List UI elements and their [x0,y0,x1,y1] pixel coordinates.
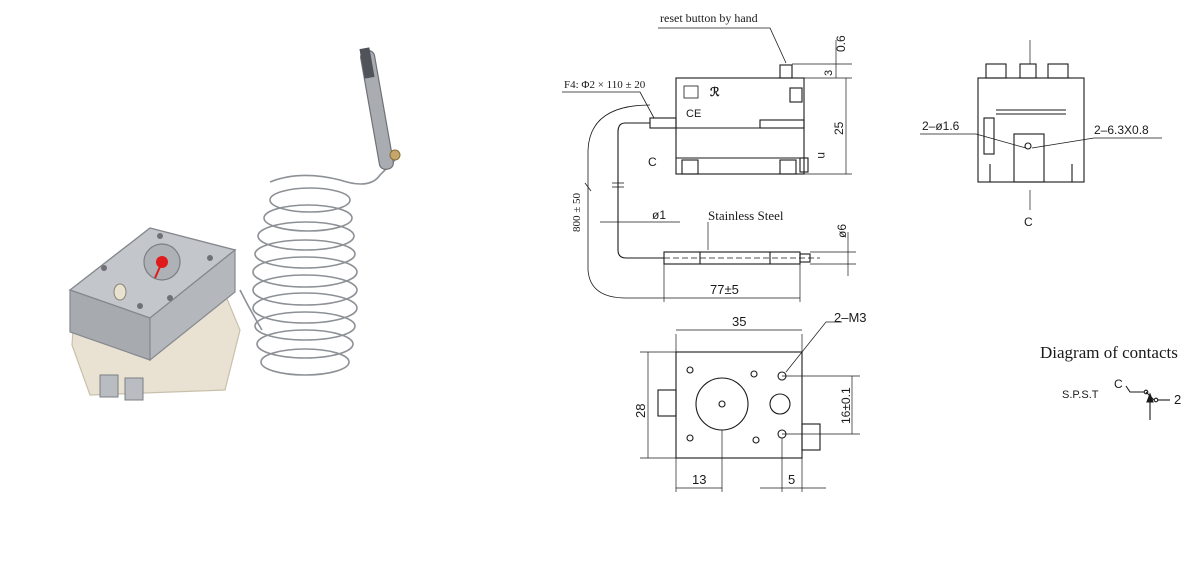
material-label: Stainless Steel [708,208,784,223]
reset-button-label: reset button by hand [660,11,758,25]
top-view-drawing [640,321,860,492]
contact-diagram: Diagram of contacts S.P.S.T C 2 [1040,343,1181,420]
contacts-terminal-c: C [1114,377,1123,391]
terminal-2-label: n [815,152,829,159]
bulb-length-label: 77±5 [710,282,739,297]
sensor-bulb [359,47,401,170]
front-c-label: C [1024,215,1033,229]
terminal-c-label: C [648,155,657,169]
reset-button-photo [113,283,127,301]
product-photo [68,47,401,401]
width-35-label: 35 [732,314,746,329]
thermostat-body [68,227,241,401]
pitch-16-label: 16±0.1 [839,387,853,424]
capillary-coil [239,159,396,376]
svg-text:CE: CE [686,108,701,120]
top-view-labels: 35 2–M3 28 16±0.1 13 5 [633,310,867,487]
hole-spec-label: 2–ø1.6 [922,119,960,133]
svg-text:ℛ: ℛ [710,85,720,99]
height-28-label: 28 [633,404,648,418]
side-view-labels: reset button by hand F4: Φ2 × 110 ± 20 0… [564,11,849,297]
contacts-type: S.P.S.T [1062,389,1099,401]
dim-0-6: 0.6 [834,35,848,52]
front-view-labels: 2–ø1.6 2–6.3X0.8 C [922,119,1149,229]
dim-3: 3 [823,70,835,76]
contacts-terminal-2: 2 [1174,392,1181,407]
dim-25: 25 [832,121,846,135]
offset-13-label: 13 [692,472,706,487]
front-view-drawing [920,40,1162,210]
tab-spec-label: 2–6.3X0.8 [1094,123,1149,137]
screw-spec-label: 2–M3 [834,310,867,325]
contacts-title: Diagram of contacts [1040,343,1178,362]
capillary-spec-label: F4: Φ2 × 110 ± 20 [564,79,646,91]
bulb-dia-label: ø6 [835,224,849,238]
capillary-length-label: 800 ± 50 [571,192,583,232]
capillary-dia-label: ø1 [652,208,666,222]
offset-5-label: 5 [788,472,795,487]
side-view-drawing: CE ℛ [562,27,856,302]
switch-symbol [1125,385,1170,420]
